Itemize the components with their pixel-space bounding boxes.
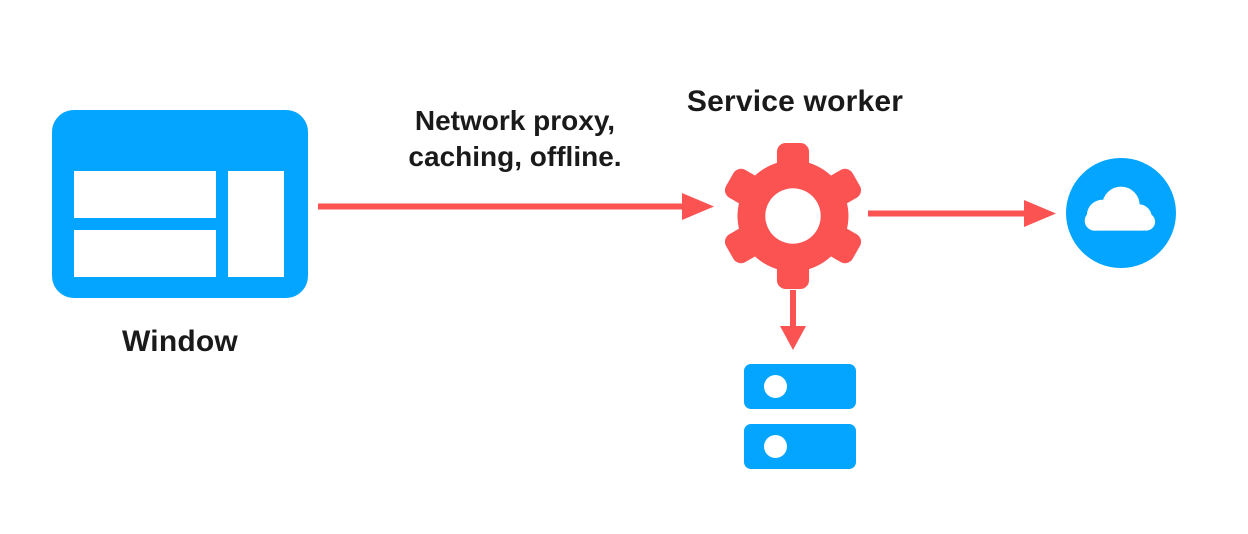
cache-storage-node[interactable] [744,364,856,469]
window-panel-bottom-left [74,230,216,277]
arrow-service-worker-to-cloud [868,200,1056,227]
window-node[interactable] [52,110,308,298]
database-indicator-dot-bottom [764,435,787,458]
arrow-service-worker-to-cache-storage [780,290,806,350]
window-panel-right [228,171,284,277]
arrow-window-to-service-worker [318,193,714,220]
edge-caption-line-2: caching, offline. [408,140,622,172]
edge-caption-network-proxy: Network proxy, caching, offline. [370,103,660,175]
service-worker-label: Service worker [686,85,904,118]
cloud-node[interactable] [1066,158,1176,268]
browser-window-icon [52,110,308,298]
database-indicator-dot-top [764,375,787,398]
window-label: Window [122,325,238,358]
service-worker-node[interactable] [718,143,868,289]
window-panel-top-left [74,171,216,218]
cloud-icon [1066,158,1176,268]
gear-icon [724,143,862,289]
database-icon-bar-bottom [744,424,856,469]
database-icon-bar-top [744,364,856,409]
edge-caption-line-1: Network proxy, [414,105,616,136]
